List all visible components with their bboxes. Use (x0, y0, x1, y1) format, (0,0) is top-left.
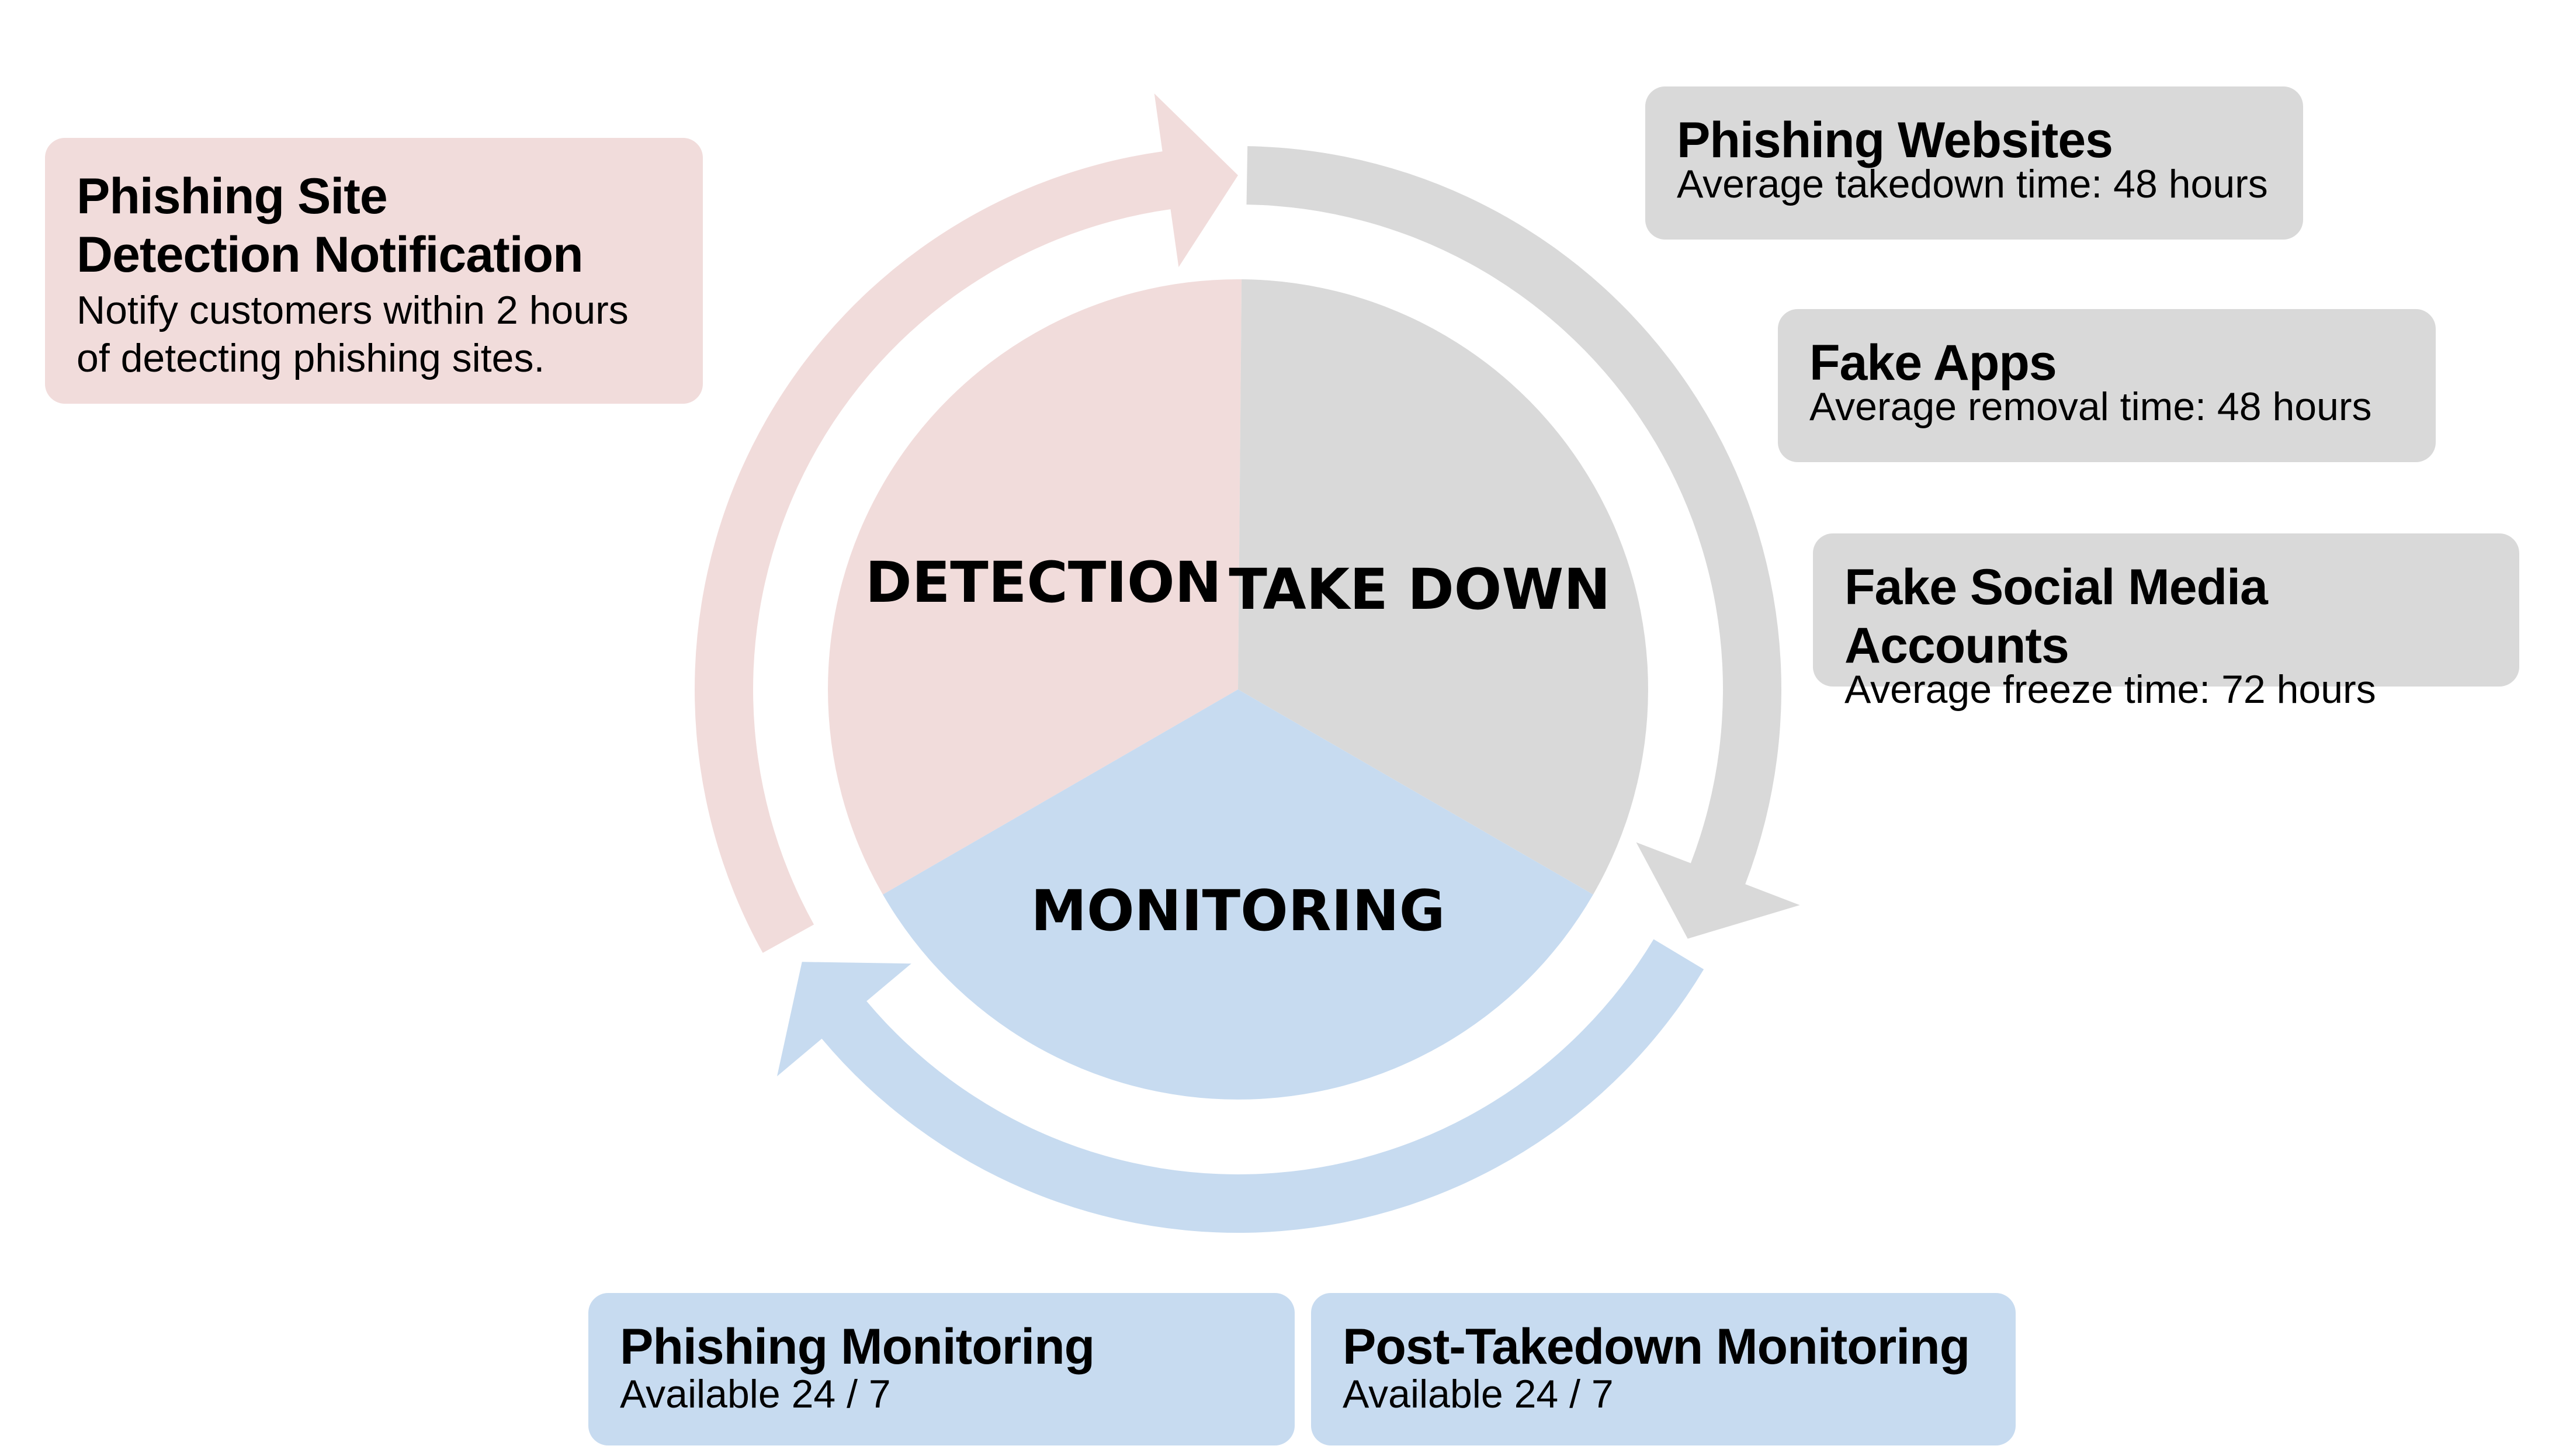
monitoring-box-title: Phishing Monitoring (620, 1319, 1095, 1375)
detection-box-title-line1: Phishing Site (77, 168, 388, 224)
segment-label-takedown: TAKE DOWN (1229, 557, 1610, 622)
segment-label-monitoring: MONITORING (1031, 878, 1445, 944)
takedown-box-fake-apps: Fake Apps Average removal time: 48 hours (1778, 309, 2436, 462)
monitoring-box-desc: Available 24 / 7 (1343, 1372, 1614, 1416)
arrow-monitoring-to-detection-icon (777, 939, 1704, 1233)
pie-segment-monitoring (883, 689, 1593, 1100)
arrow-takedown-to-monitoring-icon (1246, 146, 1800, 939)
pie-segment-detection (828, 279, 1242, 895)
monitoring-box-post-takedown: Post-Takedown Monitoring Available 24 / … (1311, 1293, 2016, 1445)
takedown-box-fake-social-media: Fake Social Media Accounts Average freez… (1813, 533, 2519, 712)
detection-box-desc-line1: Notify customers within 2 hours (77, 288, 629, 332)
monitoring-box-desc: Available 24 / 7 (620, 1372, 891, 1416)
monitoring-box-phishing: Phishing Monitoring Available 24 / 7 (588, 1293, 1295, 1445)
detection-box-title-line2: Detection Notification (77, 227, 584, 283)
takedown-box-desc: Average freeze time: 72 hours (1844, 667, 2376, 712)
arrow-detection-to-takedown-icon (695, 93, 1238, 953)
takedown-box-title: Fake Social Media Accounts (1844, 559, 2268, 674)
takedown-box-desc: Average takedown time: 48 hours (1677, 162, 2268, 206)
takedown-box-title: Phishing Websites (1677, 112, 2113, 168)
segment-label-detection: DETECTION (865, 550, 1222, 615)
takedown-box-desc: Average removal time: 48 hours (1809, 384, 2372, 429)
detection-notification-box: Phishing Site Detection Notification Not… (45, 138, 703, 404)
detection-box-desc-line2: of detecting phishing sites. (77, 336, 545, 380)
takedown-box-phishing-websites: Phishing Websites Average takedown time:… (1645, 86, 2303, 240)
monitoring-box-title: Post-Takedown Monitoring (1343, 1319, 1970, 1375)
takedown-box-title: Fake Apps (1809, 335, 2057, 391)
pie-segment-takedown (1238, 279, 1648, 895)
